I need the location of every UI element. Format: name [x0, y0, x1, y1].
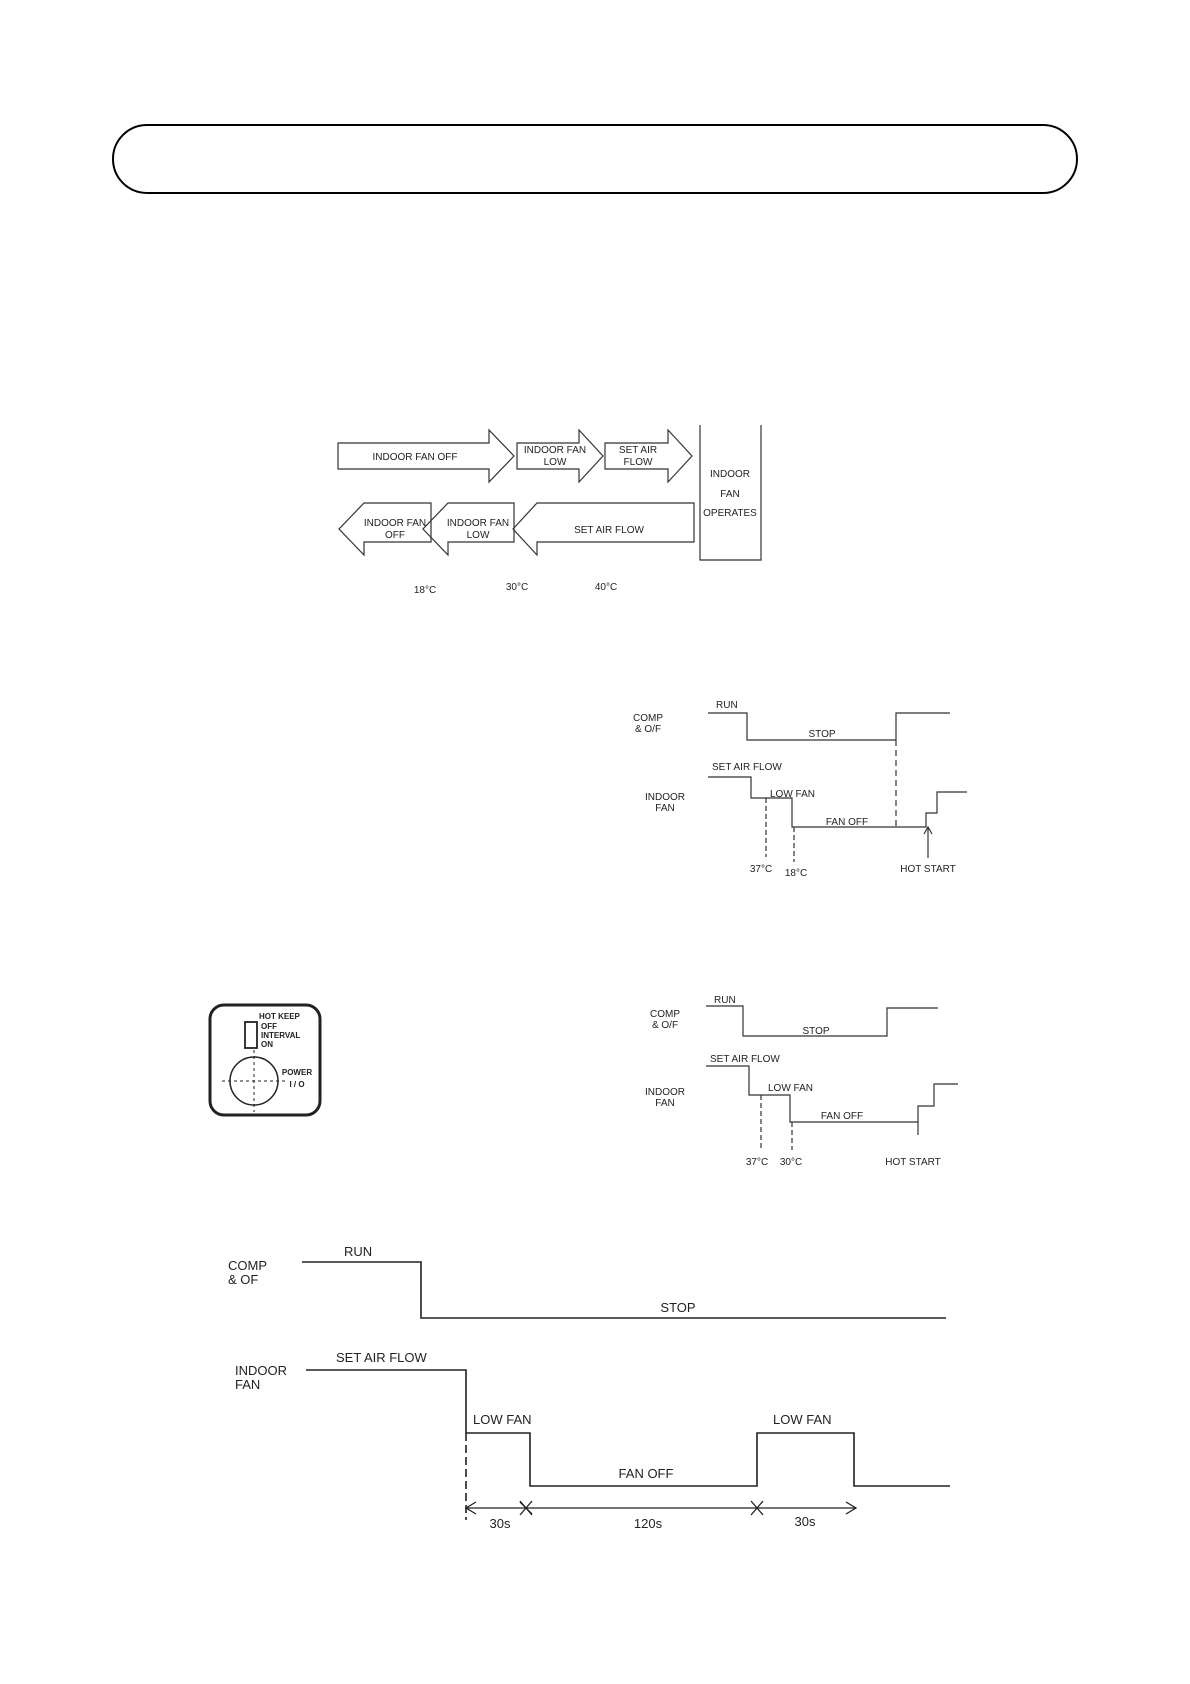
t3-dur-120s: 120s: [634, 1516, 663, 1531]
t1-temp-18: 18°C: [785, 868, 807, 879]
label-bottom-set-air-flow: SET AIR FLOW: [574, 525, 644, 536]
label-bottom-fan-low-2: LOW: [467, 530, 490, 541]
header-frame: [112, 124, 1078, 194]
arrow-set-air-flow: [604, 428, 693, 484]
t3-indoor-1: INDOOR: [235, 1363, 287, 1378]
t2-set-air-flow: SET AIR FLOW: [710, 1054, 780, 1065]
timing-chart-3: [302, 1261, 950, 1520]
t3-low-fan-2: LOW FAN: [773, 1412, 832, 1427]
comp-line-3: [302, 1261, 946, 1319]
comp-line-1: [708, 712, 950, 741]
arrow-bottom-fan-low: [422, 502, 515, 557]
t3-set-air-flow: SET AIR FLOW: [336, 1350, 428, 1365]
label-indoor-fan-low-2: LOW: [544, 457, 567, 468]
indoor-fan-line-2: [706, 1065, 958, 1123]
arrowhead-end: [845, 1501, 858, 1515]
switch-on-label: ON: [261, 1040, 273, 1049]
label-indoor-fan-off: INDOOR FAN OFF: [373, 452, 458, 463]
cross-30s-120s-mark: [519, 1500, 533, 1516]
t1-low-fan: LOW FAN: [770, 789, 815, 800]
t3-comp-1: COMP: [228, 1258, 267, 1273]
hot-keep-label: HOT KEEP: [259, 1012, 301, 1021]
label-bottom-fan-off-2: OFF: [385, 530, 405, 541]
power-io-label: I / O: [289, 1080, 304, 1089]
indoor-fan-operates-box: [699, 425, 762, 561]
label-box-line3: OPERATES: [703, 508, 757, 519]
t3-dur-30s-2: 30s: [795, 1514, 816, 1529]
arrow-bottom-set-air-flow: [512, 502, 695, 557]
t1-fan-off: FAN OFF: [826, 817, 868, 828]
power-label: POWER: [282, 1068, 312, 1077]
switch-interval-label: INTERVAL: [261, 1031, 300, 1040]
t3-comp-2: & OF: [228, 1272, 258, 1287]
temp-40: 40°C: [595, 582, 617, 593]
t1-set-air-flow: SET AIR FLOW: [712, 762, 782, 773]
t2-stop: STOP: [802, 1026, 829, 1037]
t1-run: RUN: [716, 700, 738, 711]
t2-indoor-1: INDOOR: [645, 1087, 685, 1098]
t3-run: RUN: [344, 1244, 372, 1259]
label-set-air-2: FLOW: [624, 457, 653, 468]
fan-arrow-diagram: [337, 425, 762, 561]
t2-indoor-2: FAN: [655, 1098, 674, 1109]
hot-keep-switch: [244, 1021, 258, 1049]
arrow-indoor-fan-off: [337, 428, 515, 484]
t1-stop: STOP: [808, 729, 835, 740]
t2-hot-start: HOT START: [885, 1157, 941, 1168]
temp-18: 18°C: [414, 585, 436, 596]
t1-temp-37: 37°C: [750, 864, 772, 875]
switch-panel-frame: [208, 1003, 322, 1117]
label-box-line1: INDOOR: [710, 469, 750, 480]
t3-dur-30s-1: 30s: [490, 1516, 511, 1531]
t2-temp-37: 37°C: [746, 1157, 768, 1168]
t2-run: RUN: [714, 995, 736, 1006]
timing-chart-1: [708, 712, 967, 862]
comp-line-2: [706, 1005, 938, 1037]
switch-off-label: OFF: [261, 1022, 277, 1031]
label-box-line2: FAN: [720, 489, 739, 500]
arrow-indoor-fan-low: [516, 428, 604, 484]
cross-120s-30s-mark: [750, 1500, 764, 1516]
t3-indoor-2: FAN: [235, 1377, 260, 1392]
t2-comp-1: COMP: [650, 1009, 680, 1020]
hot-start-arrowhead-1: [923, 825, 933, 835]
temp-30: 30°C: [506, 582, 528, 593]
switch-panel: [208, 1003, 322, 1117]
t3-fan-off: FAN OFF: [619, 1466, 674, 1481]
indoor-fan-line-3: [306, 1369, 950, 1487]
arrow-bottom-fan-off: [338, 502, 432, 557]
t3-low-fan-1: LOW FAN: [473, 1412, 532, 1427]
t1-comp-1: COMP: [633, 713, 663, 724]
t2-comp-2: & O/F: [652, 1020, 678, 1031]
t2-temp-30: 30°C: [780, 1157, 802, 1168]
label-bottom-fan-low-1: INDOOR FAN: [447, 518, 509, 529]
t1-indoor-1: INDOOR: [645, 792, 685, 803]
arrowhead-start: [464, 1501, 477, 1515]
indoor-fan-line-1: [708, 776, 967, 828]
t1-comp-2: & O/F: [635, 724, 661, 735]
label-indoor-fan-low-1: INDOOR FAN: [524, 445, 586, 456]
timing-chart-2: [706, 1005, 958, 1150]
label-bottom-fan-off-1: INDOOR FAN: [364, 518, 426, 529]
t2-fan-off: FAN OFF: [821, 1111, 863, 1122]
t2-low-fan: LOW FAN: [768, 1083, 813, 1094]
t1-hot-start: HOT START: [900, 864, 956, 875]
t3-stop: STOP: [660, 1300, 695, 1315]
t1-indoor-2: FAN: [655, 803, 674, 814]
label-set-air-1: SET AIR: [619, 445, 657, 456]
